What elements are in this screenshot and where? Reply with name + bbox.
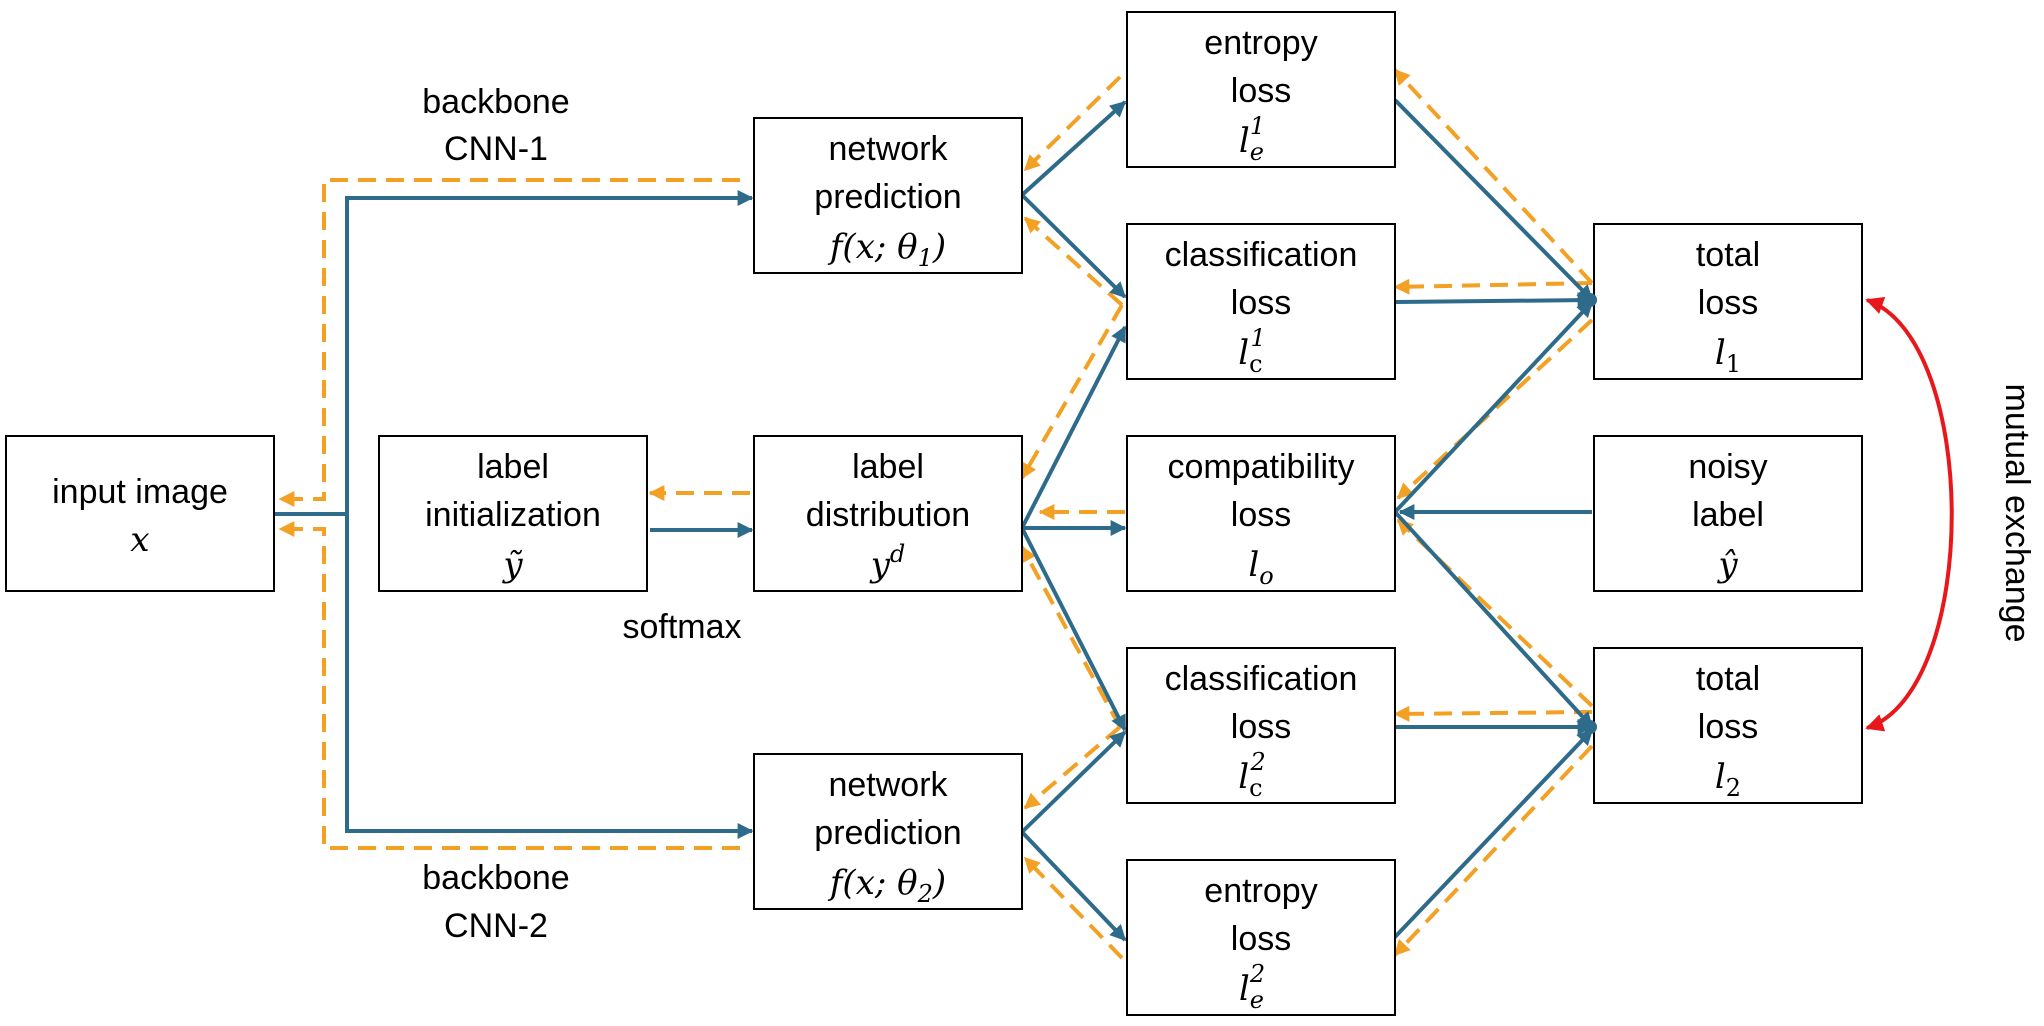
total1-symbol: l1: [1715, 333, 1741, 378]
total-loss-2-box: total loss l2: [1593, 647, 1863, 804]
backbone-cnn2-label-bottom: CNN-2: [444, 907, 548, 945]
softmax-label: softmax: [622, 608, 741, 646]
entropy1-line2: loss: [1231, 72, 1291, 110]
entropy2-line2: loss: [1231, 920, 1291, 958]
network-prediction-1-box: network prediction f(x; θ1): [753, 117, 1023, 274]
forward-pred2-to-class2: [1020, 730, 1127, 834]
noisy-line2: label: [1692, 496, 1764, 534]
backward-entropy2-to-pred2: [1023, 856, 1124, 960]
backward-total1-to-compat: [1396, 318, 1594, 500]
backbone-cnn1-label-top: backbone: [422, 83, 569, 121]
classification-loss-2-box: classification loss lc2: [1126, 647, 1396, 804]
forward-cnn1-path: [345, 190, 754, 514]
pred2-symbol: f(x; θ2): [827, 863, 946, 908]
forward-cnn2-path: [345, 514, 754, 839]
label-init-symbol: ỹ: [501, 545, 523, 585]
noisy-line1: noisy: [1688, 448, 1767, 486]
label-initialization-box: label initialization ỹ: [378, 435, 648, 592]
backward-gradient-flows: [278, 68, 1594, 960]
backward-class1-to-dist: [1020, 303, 1124, 480]
noisy-symbol: ŷ: [1716, 545, 1738, 585]
class1-line2: loss: [1231, 284, 1291, 322]
entropy2-line1: entropy: [1204, 872, 1317, 910]
total-loss-1-box: total loss l1: [1593, 223, 1863, 380]
class1-line1: classification: [1165, 236, 1358, 274]
noisy-label-box: noisy label ŷ: [1593, 435, 1863, 592]
backward-cnn1-path: [278, 178, 740, 507]
backward-total2-to-class2: [1393, 705, 1593, 722]
entropy2-symbol: le2: [1239, 960, 1265, 1014]
compat-line2: loss: [1231, 496, 1291, 534]
backward-class2-to-pred2: [1023, 725, 1122, 810]
pred2-line2: prediction: [814, 814, 961, 852]
backward-total1-to-class1: [1393, 278, 1593, 295]
junction-dot-total2: [1583, 720, 1597, 734]
compatibility-loss-box: compatibility loss lo: [1126, 435, 1396, 592]
junction-dot-total1: [1583, 293, 1597, 307]
input-image-symbol: x: [130, 520, 149, 560]
pred1-symbol: f(x; θ1): [827, 227, 946, 272]
class1-symbol: lc1: [1238, 324, 1266, 378]
mutual-exchange-label: mutual exchange: [1998, 384, 2036, 643]
backbone-cnn1-label-bottom: CNN-1: [444, 130, 548, 168]
total1-line2: loss: [1698, 284, 1758, 322]
backward-total2-to-compat: [1396, 518, 1594, 708]
forward-compat-to-total1: [1393, 300, 1594, 514]
forward-entropy1-to-total1: [1393, 98, 1594, 302]
forward-dist-to-class2: [1020, 527, 1127, 732]
pred2-line1: network: [828, 766, 948, 804]
backward-entropy1-to-pred1: [1023, 75, 1122, 172]
pred1-line1: network: [828, 130, 948, 168]
forward-pred1-to-class1: [1020, 193, 1127, 299]
compat-line1: compatibility: [1167, 448, 1354, 486]
mutual-exchange-arrow: [1865, 296, 1954, 732]
backward-class2-to-dist: [1020, 545, 1122, 728]
entropy1-symbol: le1: [1239, 112, 1265, 166]
entropy-loss-2-box: entropy loss le2: [1126, 859, 1396, 1016]
network-prediction-2-box: network prediction f(x; θ2): [753, 753, 1023, 910]
forward-entropy2-to-total2: [1393, 728, 1594, 939]
label-init-line2: initialization: [425, 496, 601, 534]
entropy1-line1: entropy: [1204, 24, 1317, 62]
input-image-box: input image x: [5, 435, 275, 592]
forward-class1-to-total1: [1394, 292, 1594, 309]
forward-flows: [274, 98, 1594, 942]
forward-compat-to-total2: [1393, 510, 1594, 729]
label-dist-symbol: yd: [869, 540, 906, 585]
backward-total1-to-entropy1: [1393, 68, 1594, 285]
total1-line1: total: [1696, 236, 1760, 274]
backward-cnn2-path: [278, 521, 740, 850]
label-init-line1: label: [477, 448, 549, 486]
pred1-line2: prediction: [814, 178, 961, 216]
class2-line2: loss: [1231, 708, 1291, 746]
forward-pred1-to-entropy1: [1020, 100, 1127, 197]
label-dist-line1: label: [852, 448, 924, 486]
entropy-loss-1-box: entropy loss le1: [1126, 11, 1396, 168]
forward-dist-to-class1: [1020, 325, 1127, 529]
backbone-cnn2-label-top: backbone: [422, 859, 569, 897]
backward-total2-to-entropy2: [1393, 744, 1594, 957]
total2-symbol: l2: [1715, 757, 1741, 802]
class2-symbol: lc2: [1238, 748, 1266, 802]
classification-loss-1-box: classification loss lc1: [1126, 223, 1396, 380]
forward-pred2-to-entropy2: [1020, 830, 1127, 942]
class2-line1: classification: [1165, 660, 1358, 698]
input-image-label: input image: [52, 473, 228, 511]
total2-line2: loss: [1698, 708, 1758, 746]
compat-symbol: lo: [1248, 545, 1273, 590]
label-distribution-box: label distribution yd: [753, 435, 1023, 592]
label-dist-line2: distribution: [806, 496, 970, 534]
total2-line1: total: [1696, 660, 1760, 698]
backward-class1-to-pred1: [1023, 216, 1124, 307]
